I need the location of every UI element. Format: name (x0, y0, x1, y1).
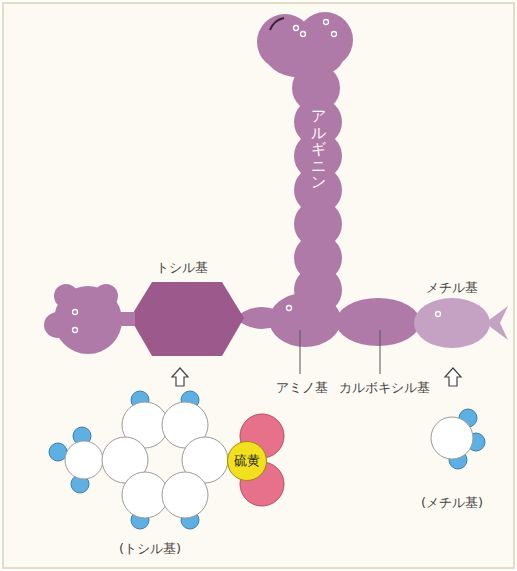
molecule-label: (メチル基) (421, 495, 483, 511)
node-text: 硫黄 (234, 452, 260, 470)
molecule-label: (トシル基) (119, 541, 181, 557)
part-label: アミノ基 (276, 380, 328, 396)
node-text: アルギニン (311, 108, 326, 191)
arginine-chain: アルギニン (311, 108, 326, 191)
group-label: メチル基 (426, 280, 478, 296)
group-label: トシル基 (156, 260, 208, 276)
part-label: カルボキシル基 (339, 380, 430, 396)
sulfur-atom: 硫黄 (227, 441, 267, 481)
